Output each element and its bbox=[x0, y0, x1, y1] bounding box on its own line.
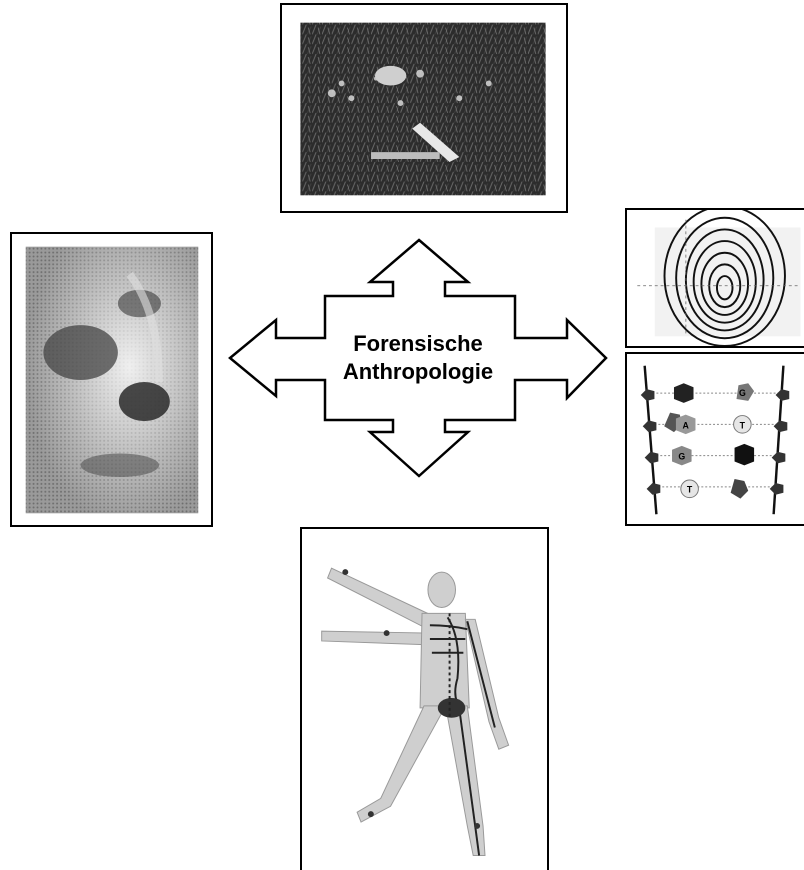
fingerprint-frame bbox=[625, 208, 804, 348]
fingerprint-image bbox=[627, 210, 804, 346]
dna-base-label: A bbox=[683, 420, 690, 430]
dna-base-label: T bbox=[740, 420, 746, 430]
face-reconstruction-frame bbox=[10, 232, 213, 527]
excavation-photo-frame bbox=[280, 3, 568, 213]
excavation-photo bbox=[282, 5, 566, 211]
dna-base-label: G bbox=[678, 452, 685, 462]
dna-base-label: T bbox=[687, 485, 693, 495]
dna-diagram: G A T G T bbox=[627, 354, 804, 524]
body-skeleton-frame bbox=[300, 527, 549, 870]
center-label: Forensische Anthropologie bbox=[318, 330, 518, 386]
dna-base-label: G bbox=[739, 388, 746, 398]
center-label-line1: Forensische bbox=[318, 330, 518, 358]
face-reconstruction-image bbox=[12, 234, 211, 525]
dna-diagram-frame: G A T G T bbox=[625, 352, 804, 526]
body-skeleton-illustration bbox=[302, 529, 547, 870]
center-label-line2: Anthropologie bbox=[318, 358, 518, 386]
